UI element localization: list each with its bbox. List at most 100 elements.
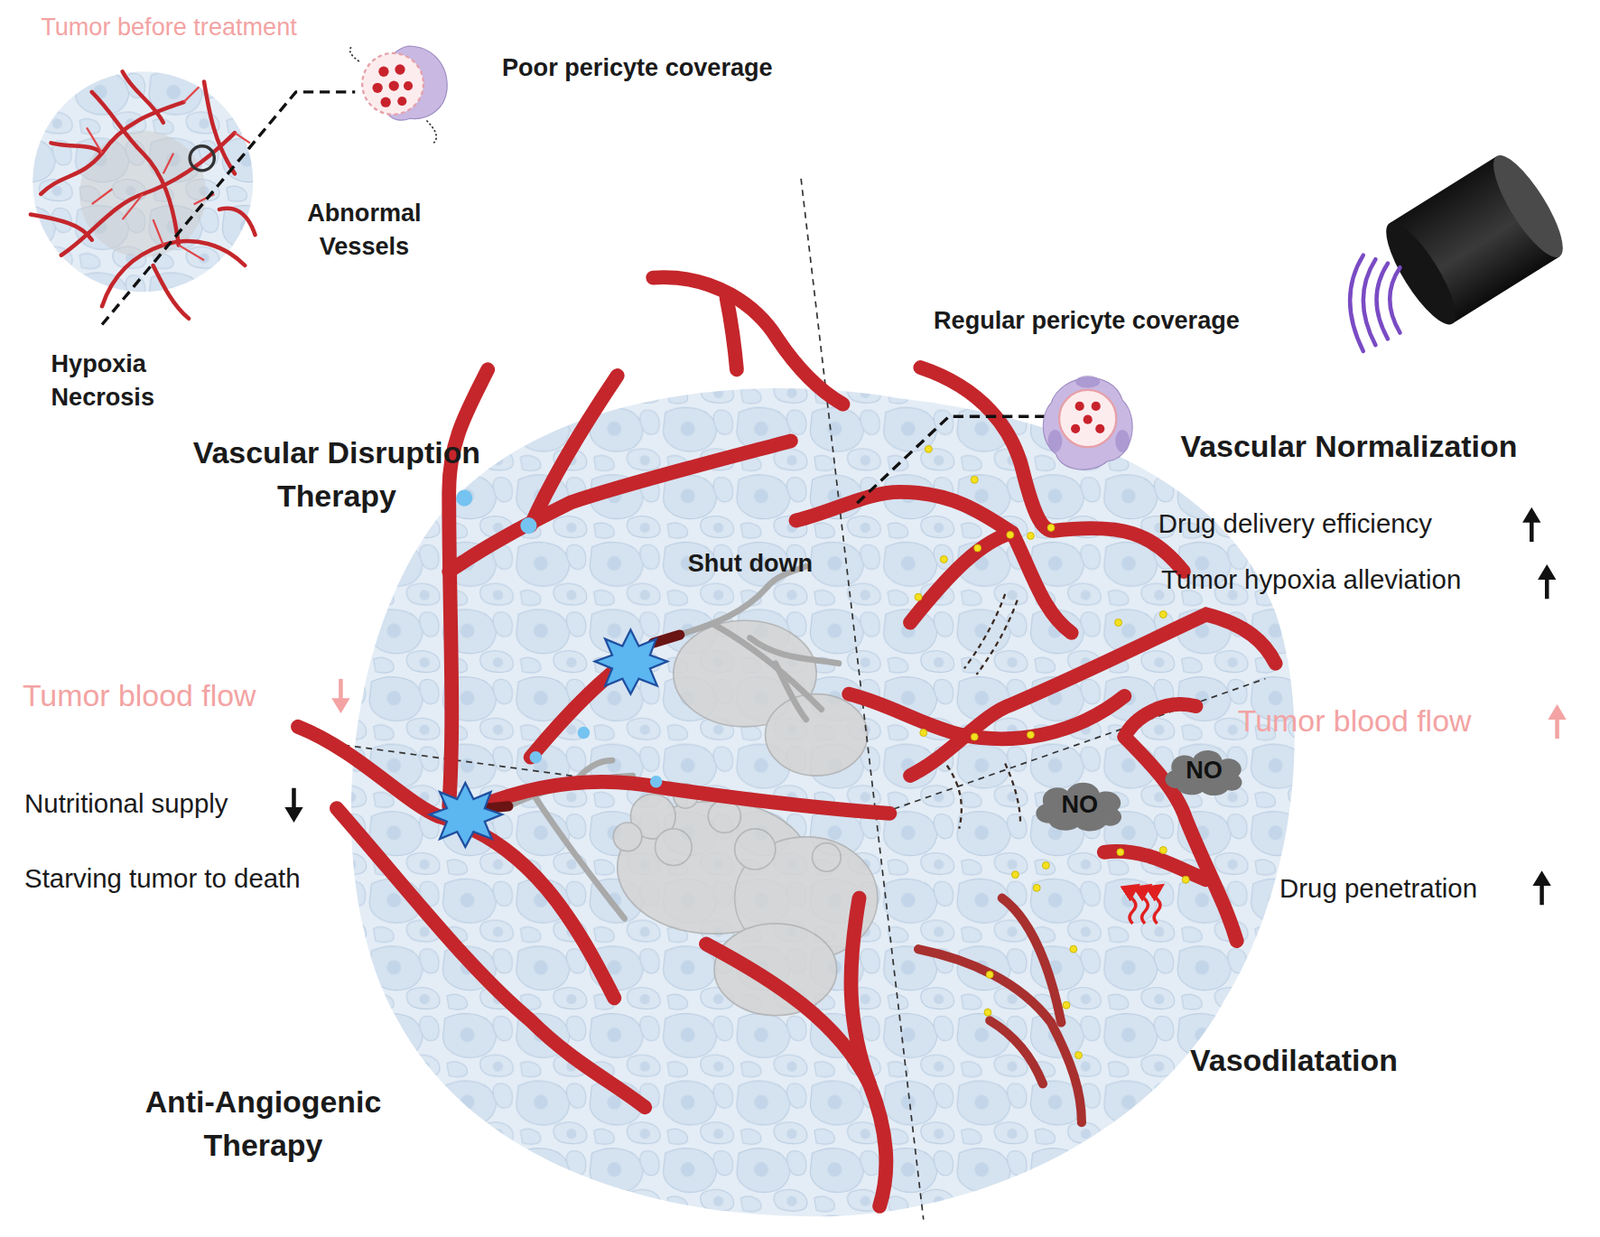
necrotic-cells: [734, 828, 776, 870]
disruption-burst: [429, 782, 503, 847]
drug-particle: [986, 970, 994, 978]
blood-vessel: [1124, 704, 1196, 737]
blood-vessel: [910, 613, 1276, 776]
untreated-tumor: [86, 127, 103, 153]
direction-arrow: [1547, 704, 1566, 739]
pericyte-cross-section: [1042, 375, 1133, 470]
tumor-mass: [351, 388, 1295, 1217]
cloud-outline: [1036, 782, 1123, 832]
pericyte-cross-section: [1075, 375, 1100, 389]
callout-label: Regular pericyte coverage: [933, 306, 1240, 336]
molecule-label: NO: [1060, 790, 1098, 819]
blood-vessel: [726, 297, 737, 370]
shutdown-vessel: [775, 663, 807, 720]
no-cloud: NO: [1159, 744, 1249, 798]
drug-particle: [1041, 862, 1050, 870]
untreated-tumor: [30, 71, 256, 318]
blood-vessel: [848, 694, 1125, 740]
ultrasound-transducer: [1376, 263, 1388, 340]
vessel-damage: [487, 806, 509, 809]
direction-arrow: [1532, 870, 1551, 905]
section-heading: Anti-Angiogenic Therapy: [89, 1079, 437, 1168]
blood-vessel: [910, 532, 1013, 623]
disruption-burst: [429, 629, 668, 847]
pericyte-cross-section: [394, 64, 405, 75]
ultrasound-transducer: [1375, 147, 1575, 334]
drug-particle: [1069, 945, 1078, 953]
drug-particle: [1062, 1001, 1070, 1009]
pericyte-cross-section: [1115, 429, 1130, 453]
blood-vessel: [920, 367, 1184, 572]
drug-particle: [1159, 846, 1167, 855]
drug-particle: [924, 445, 932, 453]
no-cloud: NO: [1029, 775, 1130, 833]
blood-vessel: [1002, 898, 1062, 1024]
diffusion-trace: [1004, 762, 1021, 825]
direction-arrow: [1537, 564, 1556, 599]
ultrasound-transducer: [1481, 147, 1574, 267]
effect-label: Nutritional supply: [24, 787, 228, 819]
untreated-tumor: [122, 71, 164, 123]
pericyte-cross-section: [1091, 401, 1101, 411]
pericyte-cross-section: [403, 81, 413, 91]
flow-label: Tumor blood flow: [1237, 702, 1472, 740]
section-heading: Vascular Normalization: [1181, 427, 1518, 466]
drug-particle: [1116, 848, 1125, 856]
pericyte-cross-section: [362, 53, 424, 115]
pericyte-cross-section: [1042, 377, 1133, 470]
direction-arrow: [331, 679, 350, 714]
drug-particle: [970, 475, 978, 484]
pericyte-cross-section: [397, 96, 407, 106]
drug-particle: [1075, 1051, 1083, 1060]
drug-particle: [920, 729, 928, 737]
untreated-tumor: [183, 86, 199, 103]
drug-particle: [1011, 871, 1019, 879]
blood-vessel: [336, 808, 645, 1107]
untreated-tumor: [189, 146, 214, 171]
untreated-tumor: [122, 194, 144, 220]
callout-label: Hypoxia Necrosis: [51, 346, 185, 415]
blood-vessel: [652, 277, 843, 405]
pericyte-cross-section: [389, 80, 400, 91]
callout-label: Abnormal Vessels: [288, 195, 442, 264]
ultrasound-transducer: [1349, 255, 1364, 352]
section-heading: Vascular Disruption Therapy: [153, 430, 521, 519]
pericyte-cross-section: [1048, 429, 1063, 453]
drug-droplet: [520, 517, 537, 534]
disruption-burst: [595, 629, 668, 694]
callout-label: Poor pericyte coverage: [502, 53, 773, 84]
necrotic-cells: [655, 828, 693, 866]
untreated-tumor: [219, 208, 256, 235]
drug-particle: [914, 593, 922, 601]
blood-vessel: [918, 948, 1082, 1123]
direction-arrow: [1522, 507, 1541, 542]
drug-particle: [1159, 611, 1167, 619]
necrotic-cells: [714, 923, 838, 1016]
blood-vessel: [530, 375, 618, 526]
effect-label: Drug delivery efficiency: [1158, 507, 1433, 540]
drug-particle: [914, 445, 1190, 1059]
ultrasound-transducer: [1349, 255, 1400, 352]
untreated-tumor: [30, 71, 256, 318]
drug-particle: [1047, 523, 1055, 531]
pericyte-cross-section: [1070, 424, 1080, 434]
direction-arrow: [284, 788, 303, 823]
pericyte-cross-section: [350, 46, 448, 143]
direction-arrow: [284, 507, 1566, 906]
drug-particle: [984, 1008, 992, 1016]
callout-label: Shut down: [688, 548, 813, 579]
drug-droplet: [650, 775, 663, 789]
ultrasound-transducer: [1375, 213, 1468, 334]
blood-vessel: [989, 1020, 1043, 1084]
effect-label: Starving tumor to death: [24, 862, 301, 894]
pericyte-cross-section: [1095, 424, 1105, 434]
pericyte-cross-section: [372, 83, 382, 94]
section-heading: Vasodilatation: [1141, 1041, 1448, 1080]
effect-label: Drug penetration: [1279, 872, 1478, 904]
shutdown-vessel: [714, 624, 822, 710]
pericyte-cross-section: [350, 46, 438, 143]
ultrasound-transducer: [1349, 147, 1574, 352]
blood-vessel: [850, 898, 869, 1085]
drug-particle: [1026, 731, 1034, 739]
diffusion-trace: [947, 765, 962, 829]
